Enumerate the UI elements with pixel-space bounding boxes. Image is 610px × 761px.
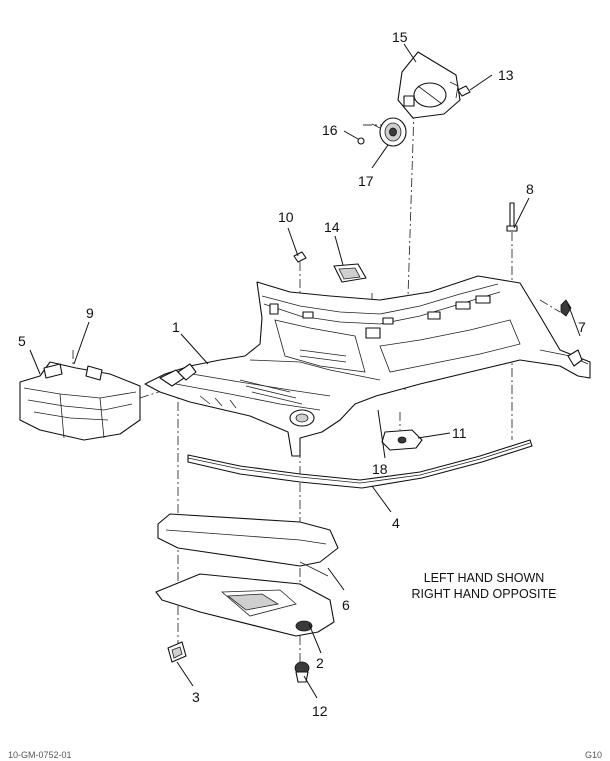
note-line-2: RIGHT HAND OPPOSITE (412, 587, 557, 601)
callout-18: 18 (372, 461, 388, 477)
callout-11: 11 (452, 425, 467, 441)
orientation-note: LEFT HAND SHOWN RIGHT HAND OPPOSITE (412, 571, 557, 601)
callout-5: 5 (18, 333, 26, 349)
callout-3: 3 (192, 689, 200, 705)
sheet-code: G10 (585, 750, 602, 760)
clip-10 (293, 251, 307, 263)
callout-4: 4 (392, 515, 400, 531)
callout-labels: 1 2 3 4 5 6 7 8 9 10 11 12 13 14 15 16 1… (18, 29, 586, 719)
callout-9: 9 (86, 305, 94, 321)
speaker (371, 117, 407, 147)
floor-mat-upper (157, 513, 339, 577)
callout-15: 15 (392, 29, 408, 45)
callout-1: 1 (172, 319, 180, 335)
floor-mat-lower (155, 573, 335, 637)
bezel-14 (333, 263, 367, 283)
callout-6: 6 (342, 597, 350, 613)
storage-bin (19, 361, 141, 441)
leader-lines (29, 43, 581, 699)
callout-17: 17 (358, 173, 374, 189)
drawing-number: 10-GM-0752-01 (8, 750, 72, 760)
clip-12 (294, 661, 310, 683)
callout-7: 7 (578, 319, 586, 335)
callout-8: 8 (526, 181, 534, 197)
note-line-1: LEFT HAND SHOWN (424, 571, 545, 585)
clip-11 (381, 429, 423, 451)
footer: 10-GM-0752-01 G10 (8, 750, 602, 760)
screw-13 (457, 85, 471, 97)
clip-3 (167, 641, 187, 663)
callout-10: 10 (278, 209, 294, 225)
screw-16 (357, 137, 365, 145)
callout-12: 12 (312, 703, 328, 719)
sill-moulding (187, 439, 533, 489)
callout-13: 13 (498, 67, 514, 83)
callout-2: 2 (316, 655, 324, 671)
speaker-bracket (397, 51, 461, 119)
callout-16: 16 (322, 122, 338, 138)
quarter-trim-panel (144, 275, 591, 457)
callout-14: 14 (324, 219, 340, 235)
pin-8 (506, 202, 518, 232)
